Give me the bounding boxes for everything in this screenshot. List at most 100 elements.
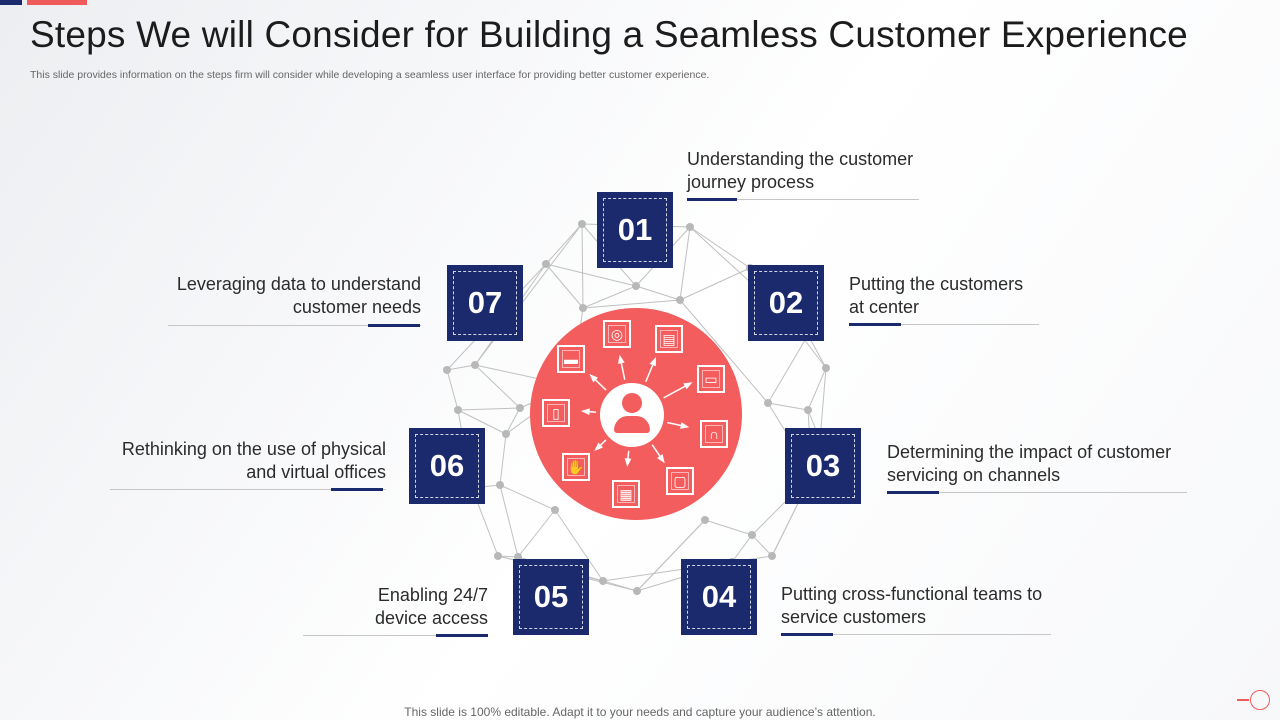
footer-note: This slide is 100% editable. Adapt it to… [404,705,876,719]
arrow-head [683,382,693,390]
arrow-head [580,408,590,416]
network-edge [581,223,584,309]
step-number: 05 [533,579,569,614]
network-edge [731,534,753,563]
step-line-2: customer needs [292,297,421,317]
like-icon: ✋ [562,453,590,481]
step-line-1: Putting cross-functional teams to [781,584,1043,604]
network-edge [636,519,706,592]
network-node [578,220,586,228]
network-edge [689,226,751,269]
step-line-2: at center [849,297,920,317]
network-node [494,552,502,560]
network-edge [517,509,556,558]
network-node [804,406,812,414]
slide-title: Steps We will Consider for Building a Se… [30,14,1188,55]
user-body [614,416,650,433]
network-edge [446,364,476,371]
step-text-03: Determining the impact of customer servi… [887,441,1171,487]
network-edge [554,509,604,582]
step-accent-04 [781,633,833,636]
network-node [471,361,479,369]
step-text-02: Putting the customers at center [849,273,1023,319]
icon-arrow [663,383,689,399]
headphones-icon: ∩ [700,420,728,448]
step-rule-01 [687,199,919,200]
step-line-2: service customers [781,607,927,627]
step-text-04: Putting cross-functional teams to servic… [781,583,1042,629]
step-number: 01 [617,212,653,247]
network-node [542,260,550,268]
network-edge [582,285,637,309]
step-line-1: Enabling 24/7 [377,585,488,605]
network-edge [499,433,507,486]
network-edge [807,367,827,411]
arrow-head [624,458,632,468]
network-edge [679,299,769,404]
network-node [748,531,756,539]
top-accent-bar-red [27,0,87,5]
network-node [768,552,776,560]
arrow-head [594,442,604,452]
step-text-06: Rethinking on the use of physical and vi… [86,438,386,484]
step-rule-06 [110,489,386,490]
network-node [822,364,830,372]
network-node [599,577,607,585]
network-edge [582,299,681,309]
step-accent-07 [368,324,420,327]
step-accent-03 [887,491,939,494]
step-box-02: 02 [748,265,824,341]
printer-icon: ▦ [612,480,640,508]
step-box-04: 04 [681,559,757,635]
network-node [701,516,709,524]
network-node [454,406,462,414]
network-edge [545,263,637,287]
network-edge [499,484,519,558]
user-head [622,393,642,413]
network-edge [446,369,459,411]
step-line-1: Determining the impact of customer [887,442,1172,462]
arrow-head [657,454,665,464]
step-box-07: 07 [447,265,523,341]
step-number: 03 [805,448,841,483]
network-node [632,282,640,290]
step-rule-02 [849,324,1039,325]
step-line-1: Understanding the customer [687,149,914,169]
step-box-03: 03 [785,428,861,504]
network-node [676,296,684,304]
step-line-1: Putting the customers [849,274,1024,294]
network-edge [635,285,681,301]
arrow-head [618,354,625,364]
step-accent-02 [849,323,901,326]
network-node [516,404,524,412]
arrow-head [680,422,690,429]
step-line-2: and virtual offices [246,462,386,482]
brand-logo-icon [1237,690,1270,710]
step-accent-05 [436,634,488,637]
chat-icon: ▢ [666,467,694,495]
step-accent-06 [331,488,383,491]
step-number: 02 [768,285,804,320]
user-icon [600,383,664,447]
network-edge [457,409,507,435]
step-rule-04 [781,634,1051,635]
step-line-2: journey process [687,172,815,192]
network-node [551,506,559,514]
network-edge [474,223,583,366]
arrow-head [649,357,657,367]
step-box-01: 01 [597,192,673,268]
target-icon: ◎ [603,320,631,348]
step-box-05: 05 [513,559,589,635]
network-edge [545,263,584,309]
step-rule-05 [303,635,488,636]
network-edge [751,534,773,557]
step-line-2: servicing on channels [887,465,1061,485]
network-edge [767,402,809,411]
step-box-06: 06 [409,428,485,504]
step-accent-01 [687,198,737,201]
network-edge [545,223,583,265]
network-node [686,223,694,231]
network-node [496,481,504,489]
network-node [443,366,451,374]
